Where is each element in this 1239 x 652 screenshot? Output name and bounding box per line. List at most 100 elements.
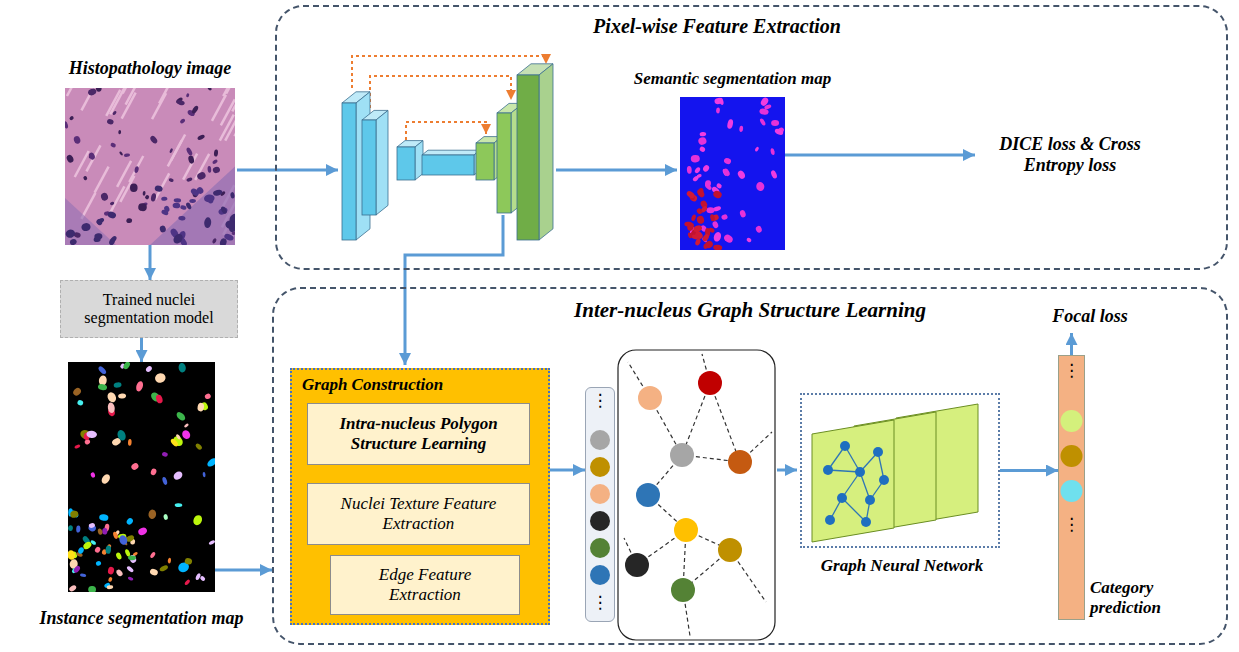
nucleus: [168, 178, 174, 183]
nucleus-instance: [102, 528, 107, 535]
nucleus-instance: [100, 473, 112, 485]
nucleus-mask: [704, 240, 714, 250]
map-ground: [68, 362, 215, 592]
nucleus-mask: [712, 231, 722, 243]
image-panel: Histopathology image: [65, 88, 235, 245]
nucleus-mask: [716, 182, 723, 189]
nucleus: [220, 206, 228, 215]
map-ground: [680, 97, 785, 250]
unet-block: [494, 137, 502, 180]
nucleus: [88, 152, 96, 161]
feature-dot: [590, 565, 610, 585]
tissue-fiber: [129, 156, 143, 182]
graph-edge: [710, 383, 740, 462]
graph-node: [636, 483, 660, 507]
nucleus: [179, 118, 186, 124]
unet-block: [422, 155, 474, 175]
nucleus-mask: [699, 132, 706, 137]
nucleus-instance: [94, 546, 101, 554]
nucleus-mask: [754, 146, 759, 152]
feature-dot: [590, 511, 610, 531]
nucleus: [180, 205, 187, 211]
loss-label: DICE loss & Cross Entropy loss: [975, 125, 1165, 185]
skip-connection: [352, 56, 546, 88]
nucleus-mask: [723, 233, 735, 244]
nucleus-instance: [208, 539, 215, 545]
ellipsis: ⋮: [586, 594, 614, 611]
nucleus-mask: [685, 190, 695, 200]
nucleus-instance: [202, 472, 205, 478]
nucleus: [204, 217, 212, 228]
unet-block: [362, 110, 388, 120]
nucleus: [149, 135, 159, 145]
nucleus: [69, 238, 77, 245]
nucleus: [212, 238, 218, 245]
nucleus-instance: [106, 585, 113, 590]
nucleus: [96, 218, 103, 226]
nucleus-mask: [691, 214, 697, 222]
graph-edge: [686, 530, 730, 550]
nucleus-mask: [727, 119, 734, 130]
nucleus: [178, 216, 186, 221]
gnn-edge: [842, 498, 866, 522]
nucleus: [138, 203, 147, 212]
nucleus: [174, 198, 181, 202]
nucleus: [161, 196, 168, 201]
nucleus-instance: [88, 586, 96, 592]
nucleus: [185, 147, 193, 156]
nucleus-instance: [167, 557, 171, 563]
nucleus-mask: [694, 166, 701, 174]
tissue-patch: [150, 167, 235, 246]
image-caption: Semantic segmentation map: [618, 69, 847, 89]
nucleus-instance: [122, 362, 131, 370]
gnn-node: [865, 495, 875, 505]
nucleus: [185, 202, 192, 210]
flow-arrow: [149, 245, 152, 280]
gnn-edge: [830, 498, 842, 520]
nucleus: [65, 121, 69, 129]
nucleus-instance: [105, 545, 111, 554]
nucleus-mask: [710, 213, 720, 222]
box-label: Nuclei Texture Feature Extraction: [316, 494, 521, 533]
nucleus-instance: [184, 423, 190, 428]
gnn-node: [879, 475, 889, 485]
process-box: Trained nuclei segmentation model: [60, 280, 238, 338]
nucleus-mask: [764, 104, 772, 110]
nucleus-instance: [76, 525, 81, 532]
tissue-fiber: [183, 154, 197, 180]
nucleus-instance: [184, 579, 191, 586]
node-picture: [65, 88, 235, 245]
gnn-node: [861, 517, 871, 527]
nucleus-instance: [115, 552, 122, 561]
unet-block: [476, 143, 494, 180]
skip-connection: [406, 122, 486, 140]
gnn-edge: [842, 472, 860, 498]
graph-edge: [683, 550, 730, 590]
nucleus: [142, 191, 145, 196]
nucleus-instance: [162, 452, 169, 458]
nucleus: [108, 235, 118, 245]
process-box: Nuclei Texture Feature Extraction: [307, 483, 530, 545]
nucleus-instance: [150, 468, 157, 476]
nucleus-instance: [72, 386, 83, 397]
graph-edge: [624, 538, 637, 565]
unet-block: [342, 92, 370, 103]
nucleus-mask: [694, 238, 701, 246]
flow-arrow: [237, 169, 338, 172]
nucleus-mask: [687, 232, 693, 239]
nucleus-instance: [97, 365, 107, 375]
gnn-node: [837, 493, 847, 503]
nucleus: [172, 232, 185, 245]
nucleus-instance: [70, 510, 79, 518]
nucleus-instance: [155, 394, 164, 404]
nucleus: [173, 203, 181, 209]
nucleus-mask: [710, 214, 716, 222]
nucleus-instance: [116, 429, 127, 442]
nucleus: [96, 88, 102, 92]
class-dot: [1061, 410, 1083, 432]
graph-node: [638, 386, 662, 410]
graph-node: [674, 518, 698, 542]
nucleus-instance: [97, 528, 103, 535]
nucleus-instance: [74, 444, 81, 449]
unet-block: [497, 113, 511, 213]
